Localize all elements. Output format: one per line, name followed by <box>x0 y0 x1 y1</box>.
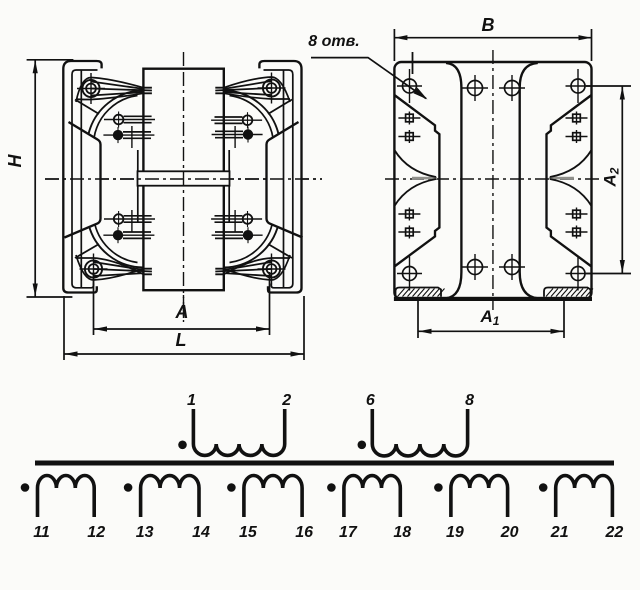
svg-text:19: 19 <box>446 524 464 541</box>
svg-text:1: 1 <box>187 392 196 409</box>
svg-text:B: B <box>482 15 495 35</box>
svg-text:22: 22 <box>605 524 624 541</box>
svg-text:15: 15 <box>239 524 258 541</box>
svg-text:2: 2 <box>281 392 291 409</box>
svg-text:8: 8 <box>465 392 474 409</box>
svg-text:11: 11 <box>33 524 50 541</box>
svg-text:21: 21 <box>550 524 569 541</box>
svg-text:6: 6 <box>366 392 375 409</box>
svg-text:A: A <box>175 302 189 322</box>
svg-text:14: 14 <box>192 524 210 541</box>
svg-text:17: 17 <box>339 524 358 541</box>
svg-text:18: 18 <box>393 524 411 541</box>
svg-text:20: 20 <box>500 524 519 541</box>
svg-text:13: 13 <box>136 524 154 541</box>
svg-text:L: L <box>176 330 187 350</box>
svg-text:8 отв.: 8 отв. <box>308 33 359 50</box>
svg-text:12: 12 <box>87 524 105 541</box>
svg-text:16: 16 <box>295 524 313 541</box>
svg-text:H: H <box>5 154 25 168</box>
